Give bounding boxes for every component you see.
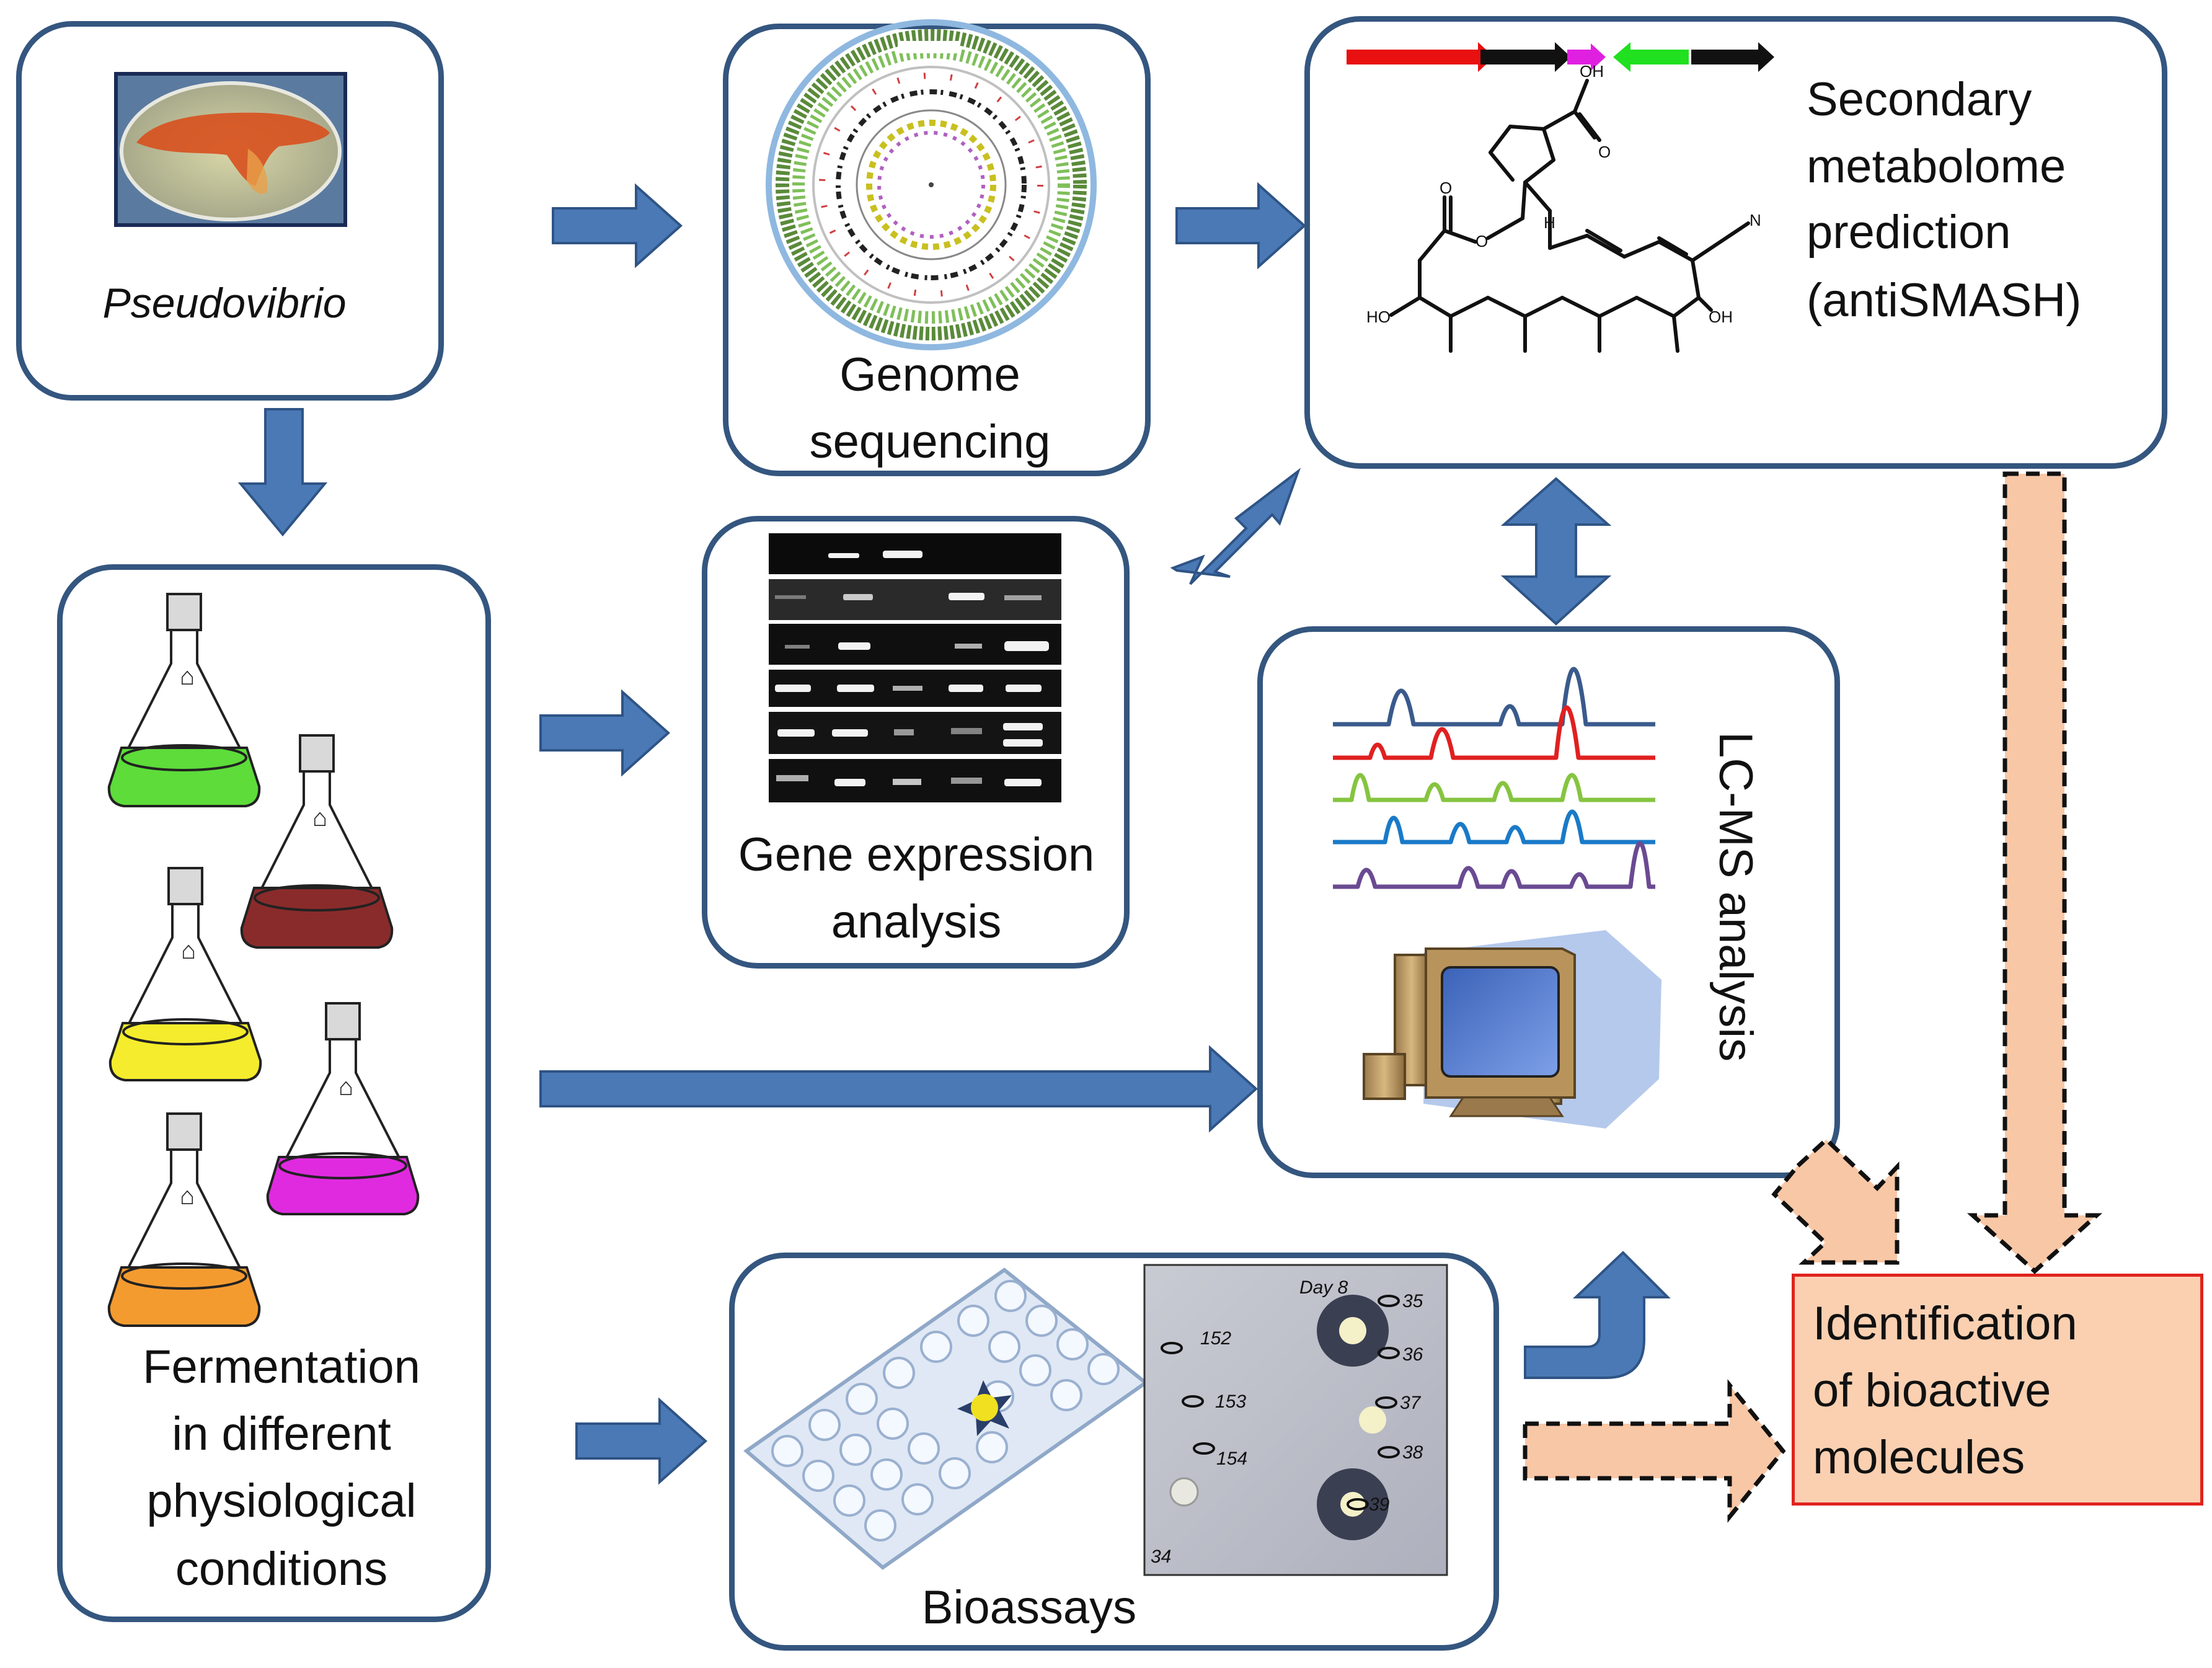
chemical-atom-labels: OH O O H N HO OH [1366,62,1761,326]
atom-label-acid-o: O [1598,143,1611,161]
agar-label-154: 154 [1216,1448,1247,1469]
chemical-structure [1389,79,1750,353]
trace-purple [1333,841,1655,889]
well-plate-icon [743,1267,1149,1570]
result-box [1792,1274,2203,1506]
arrow-bioassays-to-result [1523,1379,1786,1523]
petri-dish-image [114,72,347,227]
expression-label-line-1: Gene expression [738,828,1095,881]
arrow-fermentation-to-lcms [539,1045,1259,1133]
agar-label-38: 38 [1402,1442,1423,1463]
trace-red [1333,705,1655,760]
agar-label-39: 39 [1369,1494,1390,1515]
prediction-box [1304,16,2167,469]
atom-label-h: H [1544,213,1555,232]
atom-label-acid-oh: OH [1580,62,1604,81]
blue-arrows [237,182,1671,1485]
prediction-label-line-3: prediction [1807,206,2011,259]
agar-label-35: 35 [1402,1291,1423,1311]
genome-label-line-1: Genome [839,348,1020,401]
gene-cluster-arrows [1347,42,1774,72]
agar-label-day: Day 8 [1299,1277,1348,1298]
fermentation-label-line-1: Fermentation [143,1341,420,1393]
arrow-prediction-lcms-bidirectional [1500,477,1612,626]
atom-label-carbonyl-o: O [1440,179,1452,197]
arrow-fermentation-to-expression [539,689,671,777]
source-label: Pseudovibrio [102,280,346,327]
agar-label-34: 34 [1151,1546,1171,1567]
prediction-label-line-4: (antiSMASH) [1807,274,2081,327]
agar-label-152: 152 [1200,1328,1231,1349]
fermentation-box [57,564,491,1622]
fermentation-label-line-2: in different [172,1408,391,1460]
flask-magenta-icon: ⌂ [266,1002,420,1215]
trace-green [1333,773,1655,802]
svg-text:⌂: ⌂ [312,804,327,832]
dashed-arrows [1523,471,2103,1523]
expression-label-line-2: analysis [831,895,1002,948]
ring-oxygen: O [1475,232,1488,251]
computer-icon [1363,930,1661,1129]
erlenmeyer-flask-icons: ⌂ ⌂ ⌂ [107,593,420,1327]
atom-label-oh: OH [1709,308,1733,326]
flask-red-icon: ⌂ [240,734,394,949]
svg-text:⌂: ⌂ [180,663,195,690]
result-label-line-3: molecules [1813,1431,2025,1484]
arrow-source-to-genome [552,183,683,268]
fermentation-label-line-4: conditions [175,1543,387,1595]
agar-label-36: 36 [1402,1344,1423,1365]
arrow-source-to-fermentation [237,408,328,537]
atom-label-n: N [1750,211,1761,229]
arrow-prediction-to-result [1966,471,2103,1274]
bioassays-label: Bioassays [922,1581,1136,1634]
arrow-lcms-to-result [1771,1137,1900,1265]
chromatogram-traces [1333,667,1655,889]
svg-text:⌂: ⌂ [181,937,196,964]
fermentation-label-line-3: physiological [146,1475,416,1527]
prediction-label-line-2: metabolome [1807,140,2066,193]
circular-genome-map [766,19,1097,350]
genome-label-line-2: sequencing [810,415,1051,468]
atom-label-ho: HO [1366,308,1391,326]
svg-text:⌂: ⌂ [180,1182,195,1210]
arrow-fermentation-to-bioassays [575,1397,708,1485]
arrow-genome-to-prediction [1175,182,1307,270]
svg-text:⌂: ⌂ [338,1073,353,1101]
agar-label-37: 37 [1400,1393,1422,1413]
arrow-bioassays-to-lcms [1524,1251,1671,1379]
gel-electrophoresis-image [769,532,1061,807]
arrow-expression-prediction-bidirectional [1170,468,1301,585]
agar-diffusion-plate-image: Day 8 35 36 37 38 39 152 153 154 34 [1143,1264,1448,1576]
trace-blue [1333,809,1655,845]
prediction-label-line-1: Secondary [1807,73,2032,126]
agar-label-153: 153 [1215,1391,1246,1412]
lcms-label: LC-MS analysis [1709,732,1762,1062]
flask-orange-icon: ⌂ [107,1112,261,1327]
flask-green-icon: ⌂ [107,593,261,807]
result-label-line-2: of bioactive [1813,1364,2051,1417]
result-label-line-1: Identification [1813,1297,2077,1350]
trace-blue-dark [1333,667,1655,727]
flask-yellow-icon: ⌂ [108,867,262,1081]
